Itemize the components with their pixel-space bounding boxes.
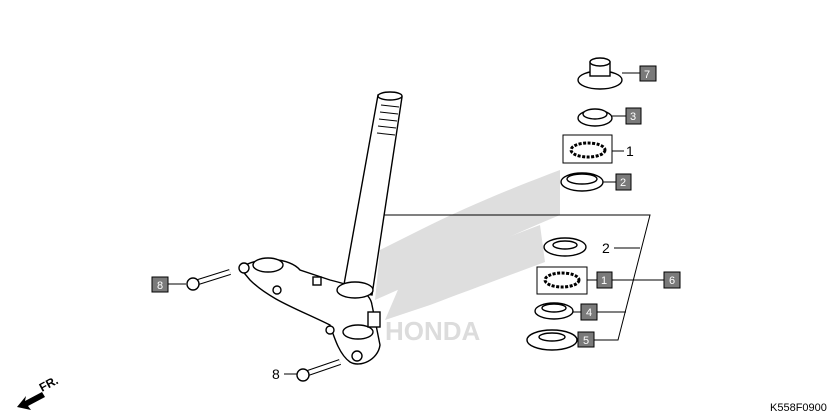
svg-text:6: 6 — [669, 275, 675, 287]
callout-3[interactable]: 3 — [625, 107, 642, 125]
bearing-race-bottom — [534, 302, 574, 320]
direction-label: FR. — [37, 373, 61, 394]
callout-5[interactable]: 5 — [577, 331, 595, 348]
bearing-race-lower — [543, 237, 587, 257]
front-direction-arrow: FR. — [17, 373, 60, 410]
dust-seal-upper — [577, 108, 613, 127]
steering-stem — [238, 91, 403, 365]
arrow-icon — [17, 392, 45, 410]
svg-text:8: 8 — [157, 280, 163, 292]
ball-bearing-upper — [569, 141, 607, 159]
svg-text:1: 1 — [601, 275, 607, 287]
bolt-upper — [186, 269, 231, 291]
bearing-box-upper — [562, 134, 613, 164]
callout-8-lower[interactable]: 8 — [272, 366, 280, 382]
callout-1-upper[interactable]: 1 — [626, 143, 634, 159]
dust-seal-lower — [526, 329, 578, 351]
svg-text:5: 5 — [583, 335, 589, 347]
ball-bearing-lower — [543, 271, 581, 289]
assembly-outline — [380, 214, 651, 341]
svg-text:4: 4 — [586, 307, 592, 319]
steering-stem-nut — [577, 57, 623, 90]
callout-1-lower[interactable]: 1 — [596, 271, 613, 289]
callout-8-upper[interactable]: 8 — [151, 276, 169, 293]
callout-4[interactable]: 4 — [580, 303, 598, 321]
bearing-race-upper — [560, 172, 604, 192]
callout-2-lower[interactable]: 2 — [602, 240, 610, 256]
svg-text:7: 7 — [644, 69, 650, 81]
svg-text:3: 3 — [630, 111, 636, 123]
callout-2-upper[interactable]: 2 — [615, 173, 632, 191]
callout-7[interactable]: 7 — [639, 65, 657, 82]
diagram-code: K558F0900 — [770, 402, 827, 414]
callout-6[interactable]: 6 — [663, 271, 681, 289]
svg-text:2: 2 — [620, 177, 626, 189]
honda-wing-watermark: HONDA — [375, 170, 560, 346]
bolt-lower — [296, 359, 341, 382]
honda-watermark-text: HONDA — [385, 316, 481, 346]
